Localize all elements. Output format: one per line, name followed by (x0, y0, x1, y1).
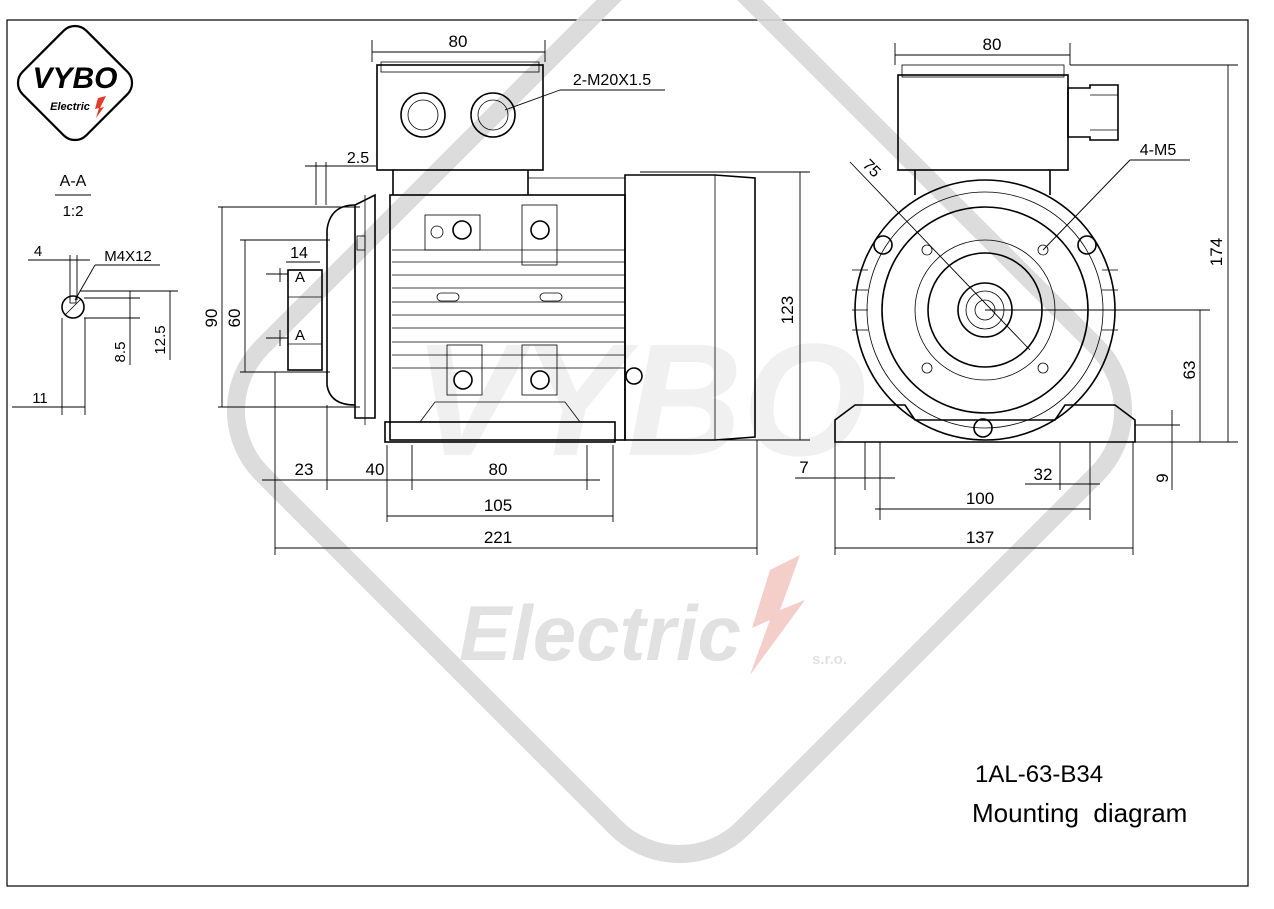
front-height-total: 174 (1207, 238, 1226, 266)
section-mark-bottom: A (295, 327, 305, 344)
key-thread: M4X12 (104, 248, 152, 265)
side-d105: 105 (484, 496, 512, 515)
key-depth-2: 12.5 (152, 325, 169, 354)
logo-brand: VYBO (32, 62, 117, 95)
front-hole-spacing: 100 (966, 489, 994, 508)
front-axis-height: 63 (1180, 361, 1199, 380)
logo: VYBO Electric (16, 24, 134, 142)
side-flange-inner: 60 (225, 309, 244, 328)
section-label: A-A (60, 173, 87, 190)
front-foot-offset: 7 (799, 458, 808, 477)
front-box-width: 80 (983, 35, 1002, 54)
section-mark-top: A (295, 269, 305, 286)
key-depth-1: 8.5 (112, 342, 129, 363)
key-shaft-dia: 11 (32, 390, 48, 407)
diagram-caption: Mounting diagram (972, 798, 1187, 828)
cooling-fins (392, 249, 625, 369)
section-scale: 1:2 (63, 203, 84, 220)
front-flange-circle: 75 (859, 157, 884, 182)
side-box-width: 80 (449, 32, 468, 51)
side-d80: 80 (489, 460, 508, 479)
model-number: 1AL-63-B34 (975, 761, 1103, 788)
front-view: 80 75 (795, 35, 1238, 555)
side-d40: 40 (366, 460, 385, 479)
front-fins (852, 269, 1118, 331)
front-base-width: 137 (966, 528, 994, 547)
logo-sub: Electric (50, 101, 90, 113)
title-block: 1AL-63-B34 Mounting diagram (972, 761, 1187, 828)
watermark-bolt-icon (750, 555, 805, 675)
watermark: Electric s.r.o. VYBO (226, 0, 1133, 864)
drawing-frame (6, 19, 1249, 887)
watermark-brand: VYBO (413, 310, 866, 489)
side-d221: 221 (484, 528, 512, 547)
front-foot-height: 9 (1153, 473, 1172, 482)
watermark-suffix: s.r.o. (812, 651, 847, 668)
front-holes: 4-M5 (1140, 142, 1177, 159)
watermark-text: Electric (459, 589, 741, 677)
side-body-dia: 123 (778, 296, 797, 324)
section-detail: A-A 1:2 4 M4X12 8.5 12.5 11 (12, 173, 178, 415)
logo-bolt-icon (95, 96, 106, 118)
key-width: 4 (34, 243, 42, 260)
front-foot-width: 32 (1034, 465, 1053, 484)
side-glands: 2-M20X1.5 (573, 72, 651, 89)
side-shaft-len: 14 (290, 245, 308, 262)
side-flange-outer: 90 (202, 309, 221, 328)
side-view: 80 2-M20X1.5 (202, 32, 810, 555)
side-d23: 23 (295, 460, 314, 479)
side-offset: 2.5 (347, 150, 369, 167)
